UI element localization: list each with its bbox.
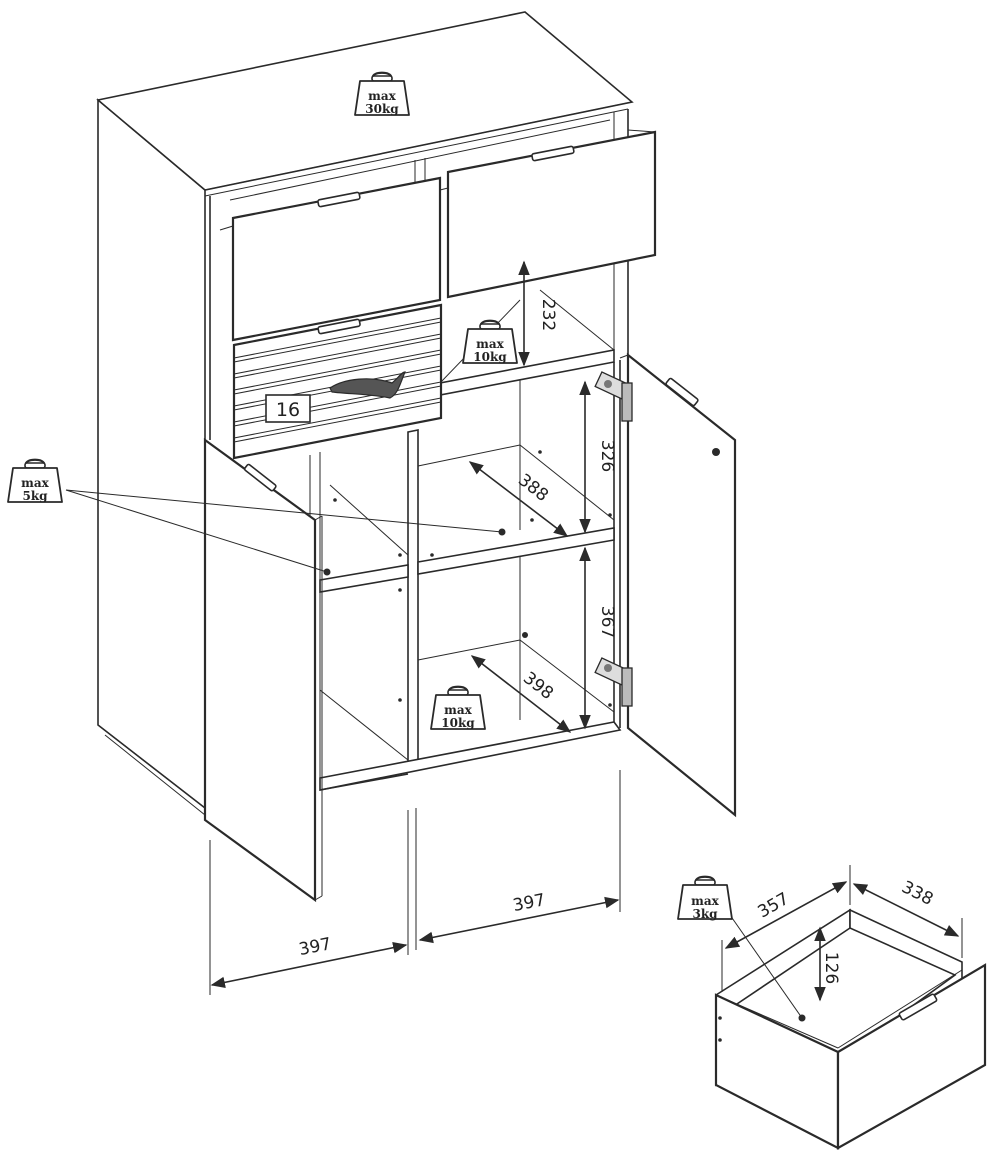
upper-drawers [219, 129, 657, 342]
drawer-front-left [231, 176, 442, 342]
drawer-front-right [446, 130, 657, 299]
left-shelf [319, 564, 409, 593]
drawer-handle-left [317, 191, 361, 208]
dim-drawer-depth: 338 [898, 877, 936, 910]
left-door [203, 437, 323, 903]
left-door-handle [243, 463, 277, 492]
hand-pull-icon [329, 371, 406, 399]
slatted-drawer: 16 [232, 303, 443, 460]
weight-icon-left-shelf: max 5kg [6, 458, 64, 504]
svg-text:max: max [21, 476, 49, 490]
right-shelf [417, 527, 615, 575]
weight-icon-drawer: max 3kg [676, 875, 734, 921]
load-pointer-lines [65, 489, 506, 576]
detached-drawer-handle [898, 993, 938, 1021]
right-door-panel [626, 352, 737, 818]
svg-text:30kg: 30kg [365, 102, 399, 116]
right-door [594, 352, 737, 818]
dim-right-width: 397 [511, 890, 547, 916]
svg-text:max: max [476, 337, 504, 351]
svg-text:max: max [368, 89, 396, 103]
svg-text:max: max [691, 894, 719, 908]
svg-text:max: max [444, 703, 472, 717]
left-side-panel [97, 98, 206, 810]
dim-drawer-height: 126 [821, 952, 841, 984]
weight-icon-bottom-shelf: max 10kg [429, 685, 487, 731]
hinge-upper-icon [594, 371, 633, 422]
dim-lower-depth: 398 [519, 668, 557, 704]
svg-text:10kg: 10kg [473, 350, 507, 364]
weight-icon-top: max 30kg [353, 71, 411, 117]
weight-icon-upper-shelf: max 10kg [461, 319, 519, 365]
drawer-face [836, 963, 987, 1150]
part-label: 16 [276, 399, 300, 421]
hinge-lower-icon [594, 657, 633, 707]
svg-text:3kg: 3kg [692, 907, 718, 921]
detached-drawer: 357 338 126 [714, 865, 987, 1150]
dim-lower-height: 367 [597, 606, 617, 638]
drawer-handle-right [531, 145, 575, 162]
bottom-shelf [319, 721, 622, 791]
door-hole [712, 448, 720, 456]
dimension-lines: 232 326 388 367 398 397 397 [209, 260, 621, 995]
dim-left-width: 397 [297, 934, 333, 960]
dim-drawer-gap: 232 [538, 299, 558, 331]
dim-upper-height: 326 [597, 440, 617, 472]
center-divider [407, 429, 419, 769]
svg-text:5kg: 5kg [22, 489, 48, 503]
dim-drawer-width: 357 [754, 889, 792, 923]
part-label-box [265, 394, 311, 423]
slatted-drawer-handle [317, 318, 361, 335]
svg-text:10kg: 10kg [441, 716, 475, 730]
right-door-handle [665, 377, 699, 407]
